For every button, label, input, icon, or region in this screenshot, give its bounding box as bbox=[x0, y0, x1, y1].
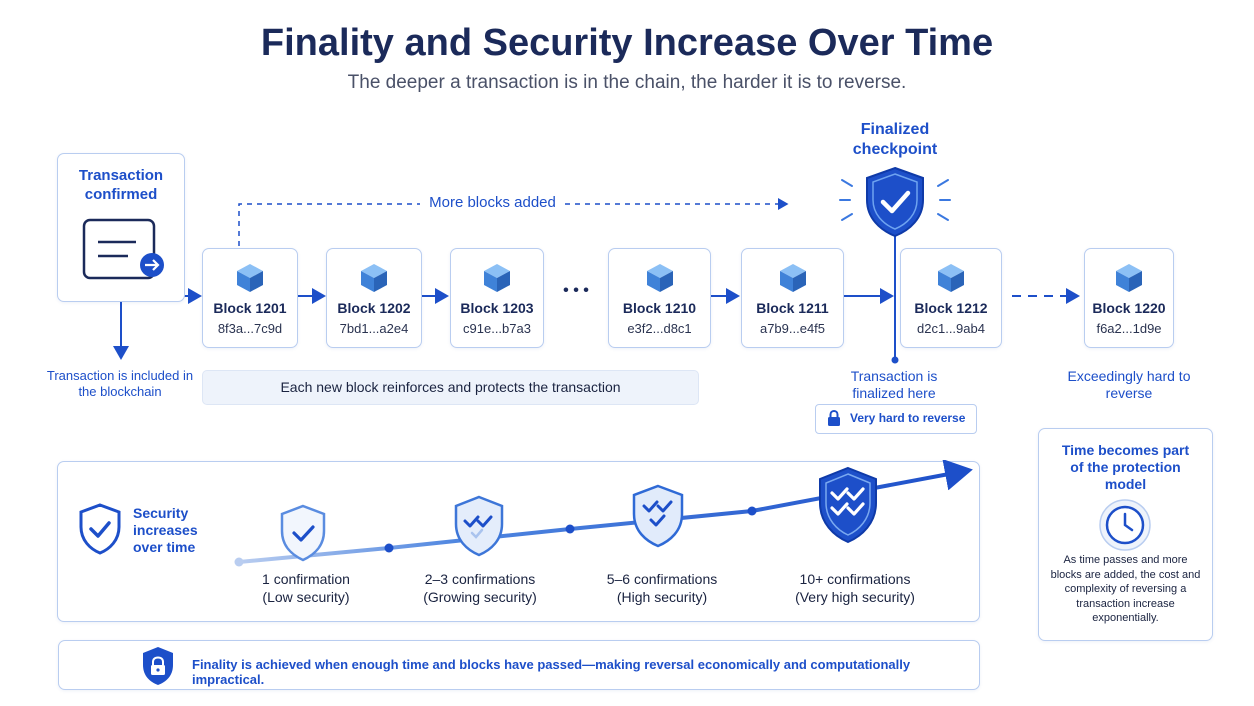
stage-count: 10+ confirmations bbox=[799, 571, 911, 587]
block-name: Block 1202 bbox=[337, 300, 411, 316]
stage-3: 5–6 confirmations (High security) bbox=[577, 570, 747, 606]
block-hash: e3f2...d8c1 bbox=[627, 321, 692, 336]
block-card: Block 1210 e3f2...d8c1 bbox=[608, 248, 711, 348]
shield-lock-icon bbox=[143, 647, 173, 685]
time-box-title: Time becomes part of the protection mode… bbox=[1061, 442, 1190, 492]
block-name: Block 1203 bbox=[460, 300, 534, 316]
reinforce-banner: Each new block reinforces and protects t… bbox=[202, 370, 699, 405]
stage-level: (High security) bbox=[616, 589, 708, 605]
stage-2: 2–3 confirmations (Growing security) bbox=[395, 570, 565, 606]
shield-2-check-icon bbox=[454, 495, 504, 557]
more-blocks-bracket bbox=[238, 203, 420, 246]
shield-3-check-icon bbox=[632, 484, 684, 548]
cube-icon bbox=[361, 264, 387, 292]
stage-4: 10+ confirmations (Very high security) bbox=[770, 570, 940, 606]
block-card: Block 1220 f6a2...1d9e bbox=[1084, 248, 1174, 348]
block-hash: 7bd1...a2e4 bbox=[339, 321, 409, 336]
stage-level: (Low security) bbox=[262, 589, 350, 605]
time-box-text: As time passes and more blocks are added… bbox=[1050, 554, 1201, 624]
shield-check-icon bbox=[866, 166, 924, 238]
page-subtitle: The deeper a transaction is in the chain… bbox=[347, 72, 907, 93]
time-box: Time becomes part of the protection mode… bbox=[1038, 428, 1213, 641]
cube-icon bbox=[779, 264, 806, 292]
block-name: Block 1211 bbox=[756, 300, 829, 316]
clock-icon bbox=[1099, 499, 1151, 551]
block-hash: 8f3a...7c9d bbox=[217, 321, 283, 336]
transaction-card: Transaction confirmed bbox=[57, 153, 185, 302]
footer-card: Finality is achieved when enough time an… bbox=[58, 640, 980, 690]
page-title: Finality and Security Increase Over Time bbox=[260, 22, 994, 64]
block-card: Block 1212 d2c1...9ab4 bbox=[900, 248, 1002, 348]
cube-icon bbox=[646, 264, 673, 292]
cube-icon bbox=[938, 264, 964, 292]
included-label: Transaction is included in the blockchai… bbox=[46, 368, 194, 399]
stage-count: 2–3 confirmations bbox=[424, 571, 536, 587]
footer-text: Finality is achieved when enough time an… bbox=[192, 657, 911, 687]
security-title: Security increases over time bbox=[133, 505, 198, 555]
block-hash: a7b9...e4f5 bbox=[759, 321, 826, 336]
blocks-ellipsis: • • • bbox=[563, 282, 589, 299]
shield-4-check-icon bbox=[819, 466, 877, 544]
stage-level: (Growing security) bbox=[423, 589, 537, 605]
stage-1: 1 confirmation (Low security) bbox=[221, 570, 391, 606]
block-name: Block 1201 bbox=[213, 300, 287, 316]
more-blocks-label: More blocks added bbox=[429, 194, 556, 211]
finalized-label: Transaction is finalized here bbox=[850, 368, 938, 401]
shield-check-icon bbox=[79, 503, 121, 555]
block-hash: f6a2...1d9e bbox=[1096, 321, 1162, 336]
stage-count: 5–6 confirmations bbox=[606, 571, 718, 587]
block-hash: c91e...b7a3 bbox=[463, 321, 531, 336]
very-hard-text: Very hard to reverse bbox=[850, 411, 966, 425]
lock-icon bbox=[828, 410, 840, 426]
checkpoint-title: Finalized checkpoint bbox=[852, 121, 938, 158]
cube-icon bbox=[484, 264, 510, 292]
block-card: Block 1203 c91e...b7a3 bbox=[450, 248, 544, 348]
exceedingly-label: Exceedingly hard to reverse bbox=[1067, 368, 1191, 401]
block-hash: d2c1...9ab4 bbox=[917, 321, 985, 336]
stage-level: (Very high security) bbox=[795, 589, 915, 605]
document-arrow-icon bbox=[82, 218, 164, 280]
transaction-card-title: Transaction confirmed bbox=[78, 167, 164, 203]
block-card: Block 1202 7bd1...a2e4 bbox=[326, 248, 422, 348]
block-name: Block 1210 bbox=[622, 300, 697, 316]
cube-icon bbox=[1116, 264, 1142, 292]
block-name: Block 1212 bbox=[914, 300, 988, 316]
glow-rays bbox=[839, 179, 951, 221]
block-card: Block 1201 8f3a...7c9d bbox=[202, 248, 298, 348]
block-card: Block 1211 a7b9...e4f5 bbox=[741, 248, 844, 348]
shield-1-check-icon bbox=[280, 504, 326, 562]
very-hard-badge: Very hard to reverse bbox=[815, 404, 977, 434]
cube-icon bbox=[237, 264, 263, 292]
stage-count: 1 confirmation bbox=[262, 571, 350, 587]
block-name: Block 1220 bbox=[1092, 300, 1166, 316]
